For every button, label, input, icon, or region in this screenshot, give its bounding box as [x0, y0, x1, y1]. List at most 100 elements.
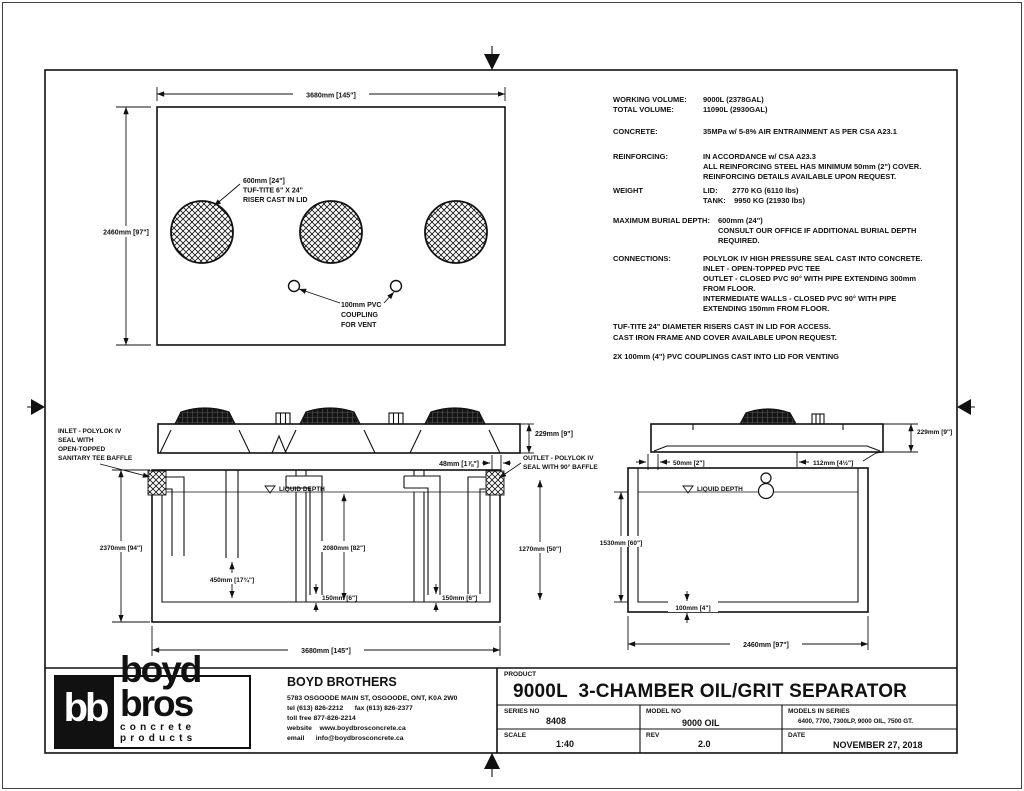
- company-contact: 5783 OSGOODE MAIN ST, OSGOODE, ONT, K0A …: [287, 695, 458, 742]
- spec-row-concrete: CONCRETE: 35MPa w/ 5-8% AIR ENTRAINMENT …: [613, 127, 897, 137]
- rev-value: 2.0: [698, 739, 711, 749]
- plan-dim-width: 2460mm [97"]: [103, 230, 149, 237]
- riser-label-line2: TUF-TITE 6" X 24": [243, 188, 303, 195]
- note-vents: 2X 100mm (4") PVC COUPLINGS CAST INTO LI…: [613, 352, 839, 361]
- company-logo: bb boyd bros concrete products: [54, 651, 251, 749]
- vent-coupling-2: [389, 279, 403, 293]
- logo-tagline: concrete products: [120, 722, 197, 744]
- inlet-label-line4: SANITARY TEE BAFFLE: [58, 455, 133, 462]
- manhole-opening-3: [424, 200, 488, 264]
- section-dim-liquid: 2080mm [82"]: [323, 545, 365, 552]
- spec-row-weight: WEIGHT LID: 2770 KG (6110 lbs)TANK: 9950…: [613, 186, 805, 206]
- vent-label-line2: COUPLING: [341, 312, 379, 319]
- chamber1-drop-pipe: [225, 470, 239, 558]
- scale-label: SCALE: [504, 732, 527, 739]
- liquid-level-icon: [264, 485, 276, 494]
- section-dim-height: 2370mm [94"]: [100, 545, 142, 552]
- section-dim-lid-thickness: 229mm [9"]: [535, 431, 573, 438]
- vent-label-line3: FOR VENT: [341, 322, 377, 329]
- section-dim-wall-pipe-1: 150mm [6"]: [322, 595, 357, 602]
- models-in-series-value: 6400, 7700, 7300LP, 9000 OIL, 7500 GT.: [798, 718, 914, 725]
- inlet-label-line1: INLET - POLYLOK IV: [58, 428, 122, 435]
- riser-dome-3: [424, 407, 486, 425]
- model-no-value: 9000 OIL: [682, 718, 720, 728]
- end-dim-lid-edge: 112mm [4½"]: [813, 459, 853, 467]
- models-in-series-label: MODELS IN SERIES: [788, 708, 850, 715]
- riser-dome-1: [174, 407, 236, 425]
- note-risers: TUF-TITE 24" DIAMETER RISERS CAST IN LID…: [613, 322, 837, 342]
- lid-vent-coupling-1: [275, 412, 291, 425]
- spec-value: 9000L (2378GAL): [703, 95, 764, 104]
- lid-section: [157, 423, 521, 454]
- end-dim-lid-thickness: 229mm [9"]: [917, 429, 952, 436]
- inlet-label-line2: SEAL WITH: [58, 437, 94, 444]
- center-mark-top-icon: [484, 54, 500, 70]
- spec-row-total-volume: TOTAL VOLUME: 11090L (2930GAL): [613, 105, 767, 115]
- product-label: PRODUCT: [504, 671, 537, 678]
- section-dim-length: 3680mm [145"]: [301, 648, 351, 655]
- outlet-seal: [485, 470, 505, 496]
- intermediate-wall-2: [413, 470, 425, 602]
- riser-dome-2: [299, 407, 361, 425]
- spec-value: 35MPa w/ 5-8% AIR ENTRAINMENT AS PER CSA…: [703, 127, 897, 136]
- intermediate-wall-1: [295, 470, 307, 602]
- spec-value: LID: 2770 KG (6110 lbs)TANK: 9950 KG (21…: [703, 186, 805, 205]
- spec-row-working-volume: WORKING VOLUME: 9000L (2378GAL): [613, 95, 764, 105]
- spec-value: 11090L (2930GAL): [703, 105, 768, 114]
- end-dim-width: 2460mm [97"]: [743, 642, 789, 649]
- inlet-pipe: [166, 476, 185, 556]
- end-riser-dome: [738, 408, 798, 425]
- center-mark-right-icon: [957, 399, 971, 415]
- series-no-value: 8408: [546, 716, 567, 726]
- wall2-pipe: [403, 475, 441, 595]
- end-liquid-depth-label: LIQUID DEPTH: [697, 486, 743, 493]
- manhole-opening-2: [299, 200, 363, 264]
- spec-label: WEIGHT: [613, 186, 643, 195]
- end-tank-section: [627, 467, 869, 613]
- end-liquid-level-icon: [682, 485, 694, 494]
- spec-label: CONNECTIONS:: [613, 254, 671, 263]
- section-dim-wall-pipe-2: 150mm [6"]: [442, 595, 477, 602]
- model-no-label: MODEL NO: [646, 708, 681, 715]
- wall1-pipe: [285, 475, 323, 595]
- riser-label-line1: 600mm [24"]: [243, 178, 285, 185]
- outlet-label-line1: OUTLET - POLYLOK IV: [523, 455, 594, 462]
- end-dim-floor: 100mm [4"]: [675, 605, 710, 612]
- spec-value: 600mm (24")CONSULT OUR OFFICE IF ADDITIO…: [717, 216, 917, 245]
- spec-row-connections: CONNECTIONS: POLYLOK IV HIGH PRESSURE SE…: [613, 254, 922, 314]
- tank-section: [151, 469, 501, 623]
- company-name: BOYD BROTHERS: [287, 675, 397, 689]
- end-vent-coupling: [811, 413, 825, 425]
- inlet-seal: [147, 470, 167, 496]
- plan-dim-length: 3680mm [145"]: [306, 93, 356, 100]
- logo-name: boyd bros: [120, 649, 202, 724]
- outlet-label-line2: SEAL WITH 90° BAFFLE: [523, 463, 598, 471]
- section-dim-outlet-side: 1270mm [50"]: [519, 546, 561, 553]
- vent-coupling-1: [287, 279, 301, 293]
- product-title: 9000L 3-CHAMBER OIL/GRIT SEPARATOR: [513, 681, 908, 702]
- end-view: 229mm [9"] 112mm [4½"] 50mm [2"] LIQUID …: [594, 408, 952, 650]
- spec-label: TOTAL VOLUME:: [613, 105, 674, 114]
- inlet-label-line3: OPEN-TOPPED: [58, 446, 106, 453]
- spec-value: POLYLOK IV HIGH PRESSURE SEAL CAST INTO …: [703, 254, 923, 313]
- riser-label-line3: RISER CAST IN LID: [243, 197, 308, 204]
- section-liquid-depth-label: LIQUID DEPTH: [279, 486, 325, 493]
- series-no-label: SERIES NO: [504, 708, 540, 715]
- spec-row-burial-depth: MAXIMUM BURIAL DEPTH: 600mm (24")CONSULT…: [613, 216, 916, 246]
- spec-label: CONCRETE:: [613, 127, 658, 136]
- end-lid-section: [650, 423, 884, 453]
- drawing-border: [27, 46, 975, 777]
- scale-value: 1:40: [556, 739, 575, 749]
- end-outlet-pipe: [757, 482, 775, 500]
- section-view: 229mm [9"] 48mm [1⅞"] LIQUID DEPTH 4: [58, 407, 598, 656]
- section-dim-lid-gap: 48mm [1⅞"]: [439, 461, 479, 468]
- spec-label: WORKING VOLUME:: [613, 95, 687, 104]
- center-mark-left-icon: [31, 399, 45, 415]
- end-dim-liquid-height: 1530mm [60"]: [600, 540, 642, 547]
- center-mark-bottom-icon: [484, 753, 500, 769]
- manhole-opening-1: [170, 200, 234, 264]
- spec-label: REINFORCING:: [613, 152, 668, 161]
- logo-monogram: bb: [56, 677, 114, 747]
